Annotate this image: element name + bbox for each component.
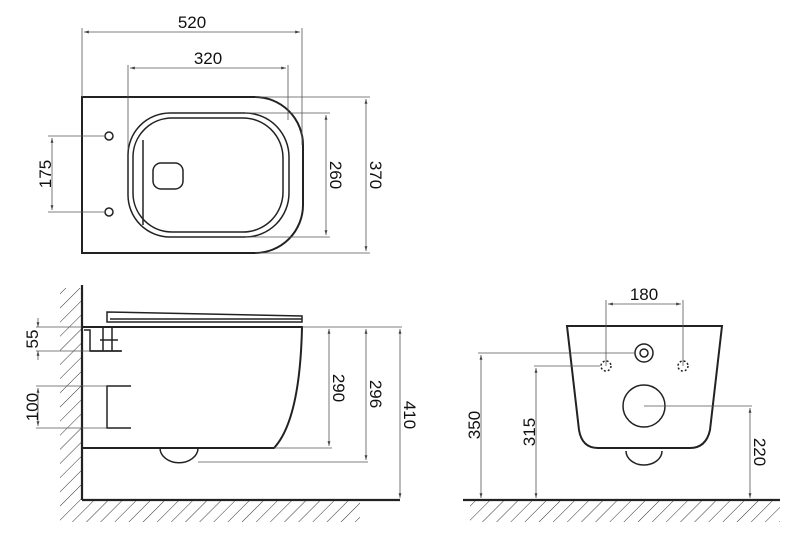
top-view-body: [81, 96, 304, 254]
top-view: 520 320 175 260 370: [36, 13, 385, 254]
mounting-hole-icon: [104, 131, 114, 141]
water-inlet-icon: [634, 343, 654, 363]
dim-body-height: 296: [366, 380, 385, 408]
mounting-hole-icon: [104, 207, 114, 217]
dim-bowl-height: 290: [329, 374, 348, 402]
dim-rim-height: 410: [400, 401, 419, 429]
dim-inlet-height: 350: [465, 411, 484, 439]
dim-bowl-depth: 260: [326, 161, 345, 189]
bolt-hole-icon: [600, 360, 612, 372]
back-view: 180 350 315 220: [463, 285, 780, 522]
outlet-curve: [625, 450, 663, 466]
dim-outlet-socket-height: 100: [23, 393, 42, 421]
wall-hatch: [60, 288, 82, 500]
dim-bracket-height: 55: [23, 330, 42, 349]
side-view: 55 100 290 296 410: [23, 285, 419, 522]
dim-bolt-height: 315: [520, 418, 539, 446]
floor-hatch: [470, 500, 780, 522]
dim-bowl-width: 320: [194, 49, 222, 68]
dim-overall-width: 520: [178, 13, 206, 32]
outlet-socket: [106, 385, 131, 429]
drain-hole-icon: [152, 162, 184, 190]
top-view-bowl-rim: [127, 112, 290, 238]
floor-hatch: [60, 500, 360, 522]
outlet-curve: [159, 447, 199, 464]
top-view-bowl-inner: [132, 117, 284, 233]
dim-overall-depth: 370: [366, 161, 385, 189]
side-view-body: [82, 326, 304, 449]
dim-outlet-height: 220: [750, 438, 769, 466]
dim-mounting-spacing: 175: [36, 160, 55, 188]
dim-bolt-spacing: 180: [630, 285, 658, 304]
seat-lid: [106, 311, 303, 323]
bolt-hole-icon: [677, 360, 689, 372]
back-view-body: [565, 325, 724, 449]
wall-bracket: [84, 327, 121, 352]
